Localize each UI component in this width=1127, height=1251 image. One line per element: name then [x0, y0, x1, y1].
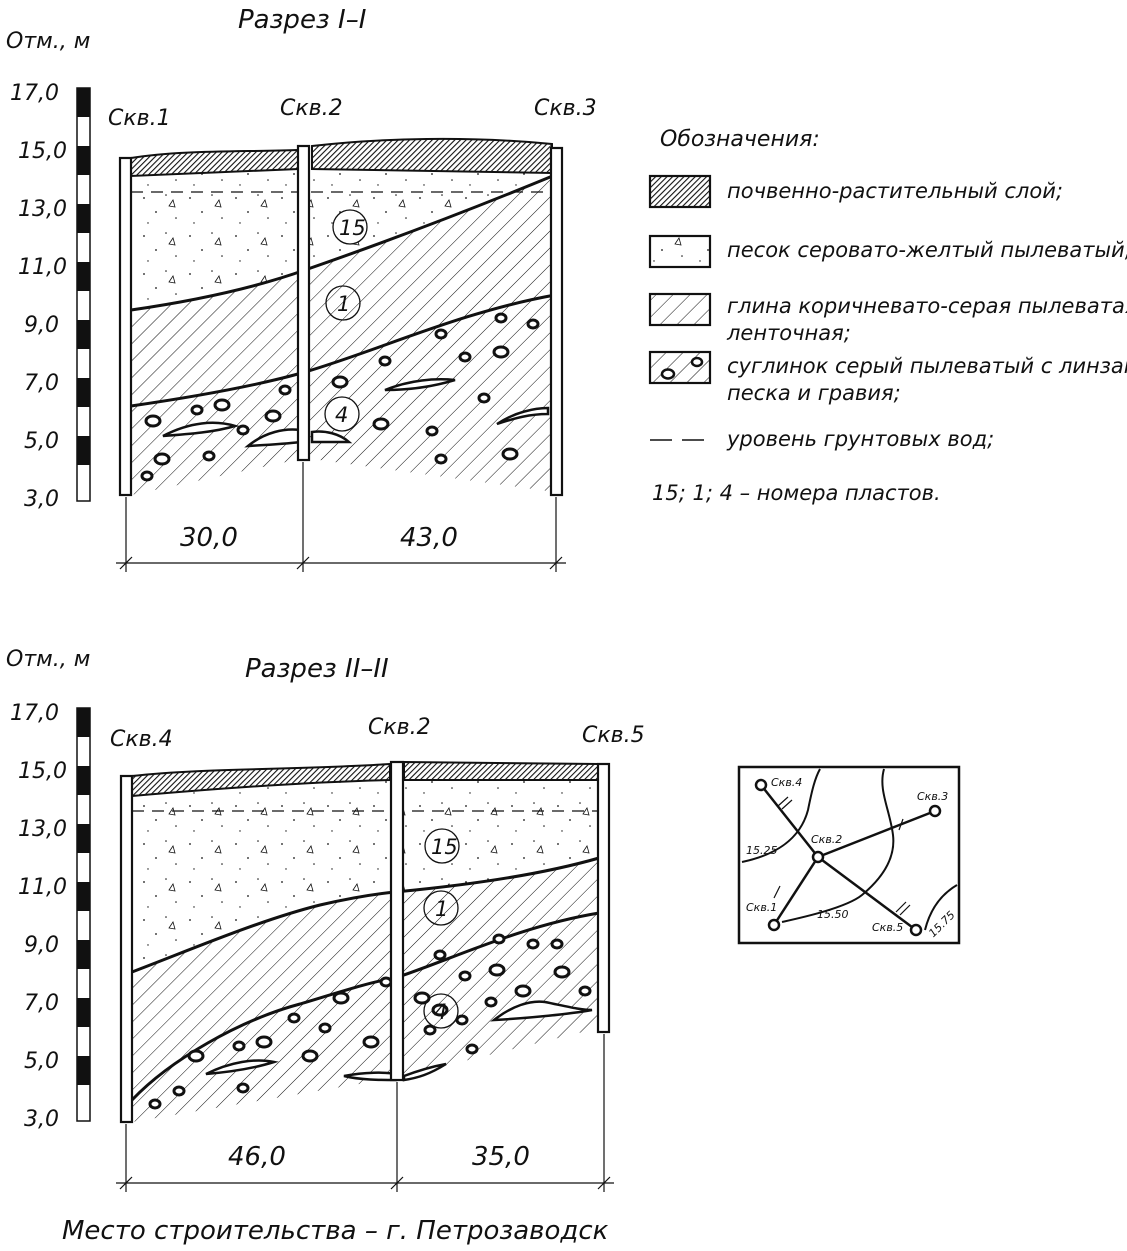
clay-layer	[131, 175, 555, 406]
legend-item-label: почвенно-растительный слой;	[727, 179, 1063, 203]
site-plan-contour-label: 15.50	[817, 908, 849, 921]
scale-tick-label: 13,0	[18, 817, 67, 842]
site-plan-well-label: Скв.4	[771, 776, 802, 789]
soil-layer	[311, 137, 553, 175]
layer-number-marker: 1	[423, 890, 459, 926]
legend-swatch-soil	[648, 174, 712, 209]
footer-site-location: Место строительства – г. Петрозаводск	[62, 1216, 609, 1246]
legend-note: 15; 1; 4 – номера пластов.	[652, 481, 941, 505]
layer-number-marker: 15	[332, 209, 368, 245]
well-label: Скв.5	[582, 723, 645, 748]
legend-item-label: песок серовато-желтый пылеватый;	[727, 238, 1127, 262]
site-plan: Скв.4 Скв.3 Скв.2 Скв.1 Скв.5 15.25 15.5…	[737, 765, 961, 945]
legend-item-label: уровень грунтовых вод;	[726, 427, 994, 451]
borehole	[119, 774, 134, 1124]
gravel-pebbles	[140, 312, 540, 482]
scale-tick-label: 5,0	[24, 429, 59, 454]
layer-number-marker: 1	[325, 285, 361, 321]
borehole	[596, 762, 611, 1034]
site-plan-well-marker	[754, 778, 768, 792]
legend-item-label: глина коричневато-серая пылеватая	[727, 294, 1127, 318]
scale-tick-label: 11,0	[18, 255, 67, 280]
section-2-elevation-scale: 17,0 15,0 13,0 11,0 9,0 7,0 5,0 3,0	[10, 701, 91, 1132]
site-plan-well-marker	[811, 850, 825, 864]
sand-lenses	[205, 1000, 593, 1082]
layer-number-marker: 4	[423, 993, 459, 1029]
scale-tick-label: 9,0	[24, 313, 59, 338]
site-plan-well-marker	[767, 918, 781, 932]
clay-layer	[132, 858, 599, 1100]
site-plan-well-label: Скв.5	[872, 921, 903, 934]
well-label: Скв.3	[534, 96, 597, 121]
svg-text:4: 4	[335, 403, 348, 427]
distance-label: 30,0	[180, 523, 238, 553]
site-plan-well-marker	[909, 923, 923, 937]
legend-item-label: суглинок серый пылеватый с линзами	[727, 354, 1127, 378]
site-plan-contour-label: 15.25	[746, 844, 778, 857]
sand-layer	[132, 778, 599, 972]
scale-tick-label: 9,0	[24, 933, 59, 958]
svg-text:15: 15	[431, 835, 458, 859]
scale-tick-label: 13,0	[18, 197, 67, 222]
well-label: Скв.2	[368, 715, 431, 740]
scale-tick-label: 11,0	[18, 875, 67, 900]
svg-text:4: 4	[434, 1000, 447, 1024]
section-1-title: Разрез I–I	[238, 5, 366, 35]
svg-text:1: 1	[337, 292, 350, 316]
site-plan-well-label: Скв.1	[746, 901, 777, 914]
scale-tick-label: 15,0	[18, 139, 67, 164]
scale-tick-label: 7,0	[24, 371, 59, 396]
legend: Обозначения: почвенно-растительный слой;…	[648, 127, 1127, 505]
scale-tick-label: 3,0	[24, 487, 59, 512]
site-plan-well-marker	[928, 804, 942, 818]
borehole	[296, 144, 311, 462]
site-plan-well-label: Скв.2	[811, 833, 842, 846]
legend-item-label: песка и гравия;	[727, 381, 901, 405]
well-label: Скв.2	[280, 96, 343, 121]
well-label: Скв.1	[108, 106, 171, 131]
scale-tick-label: 7,0	[24, 991, 59, 1016]
scale-tick-label: 3,0	[24, 1107, 59, 1132]
loam-layer	[132, 913, 599, 1122]
section-1-elevation-label: Отм., м	[6, 29, 90, 54]
legend-item-label: ленточная;	[726, 321, 851, 345]
section-2-title: Разрез II–II	[245, 654, 389, 684]
legend-swatch-loam	[648, 350, 712, 385]
legend-title: Обозначения:	[660, 127, 820, 152]
section-2: Отм., м Разрез II–II 17,0 15,0 13,0 11,0…	[6, 647, 645, 1192]
borehole	[549, 146, 564, 497]
distance-label: 43,0	[400, 523, 458, 553]
borehole	[389, 760, 405, 1082]
site-plan-well-label: Скв.3	[917, 790, 948, 803]
scale-tick-label: 15,0	[18, 759, 67, 784]
svg-text:15: 15	[339, 216, 366, 240]
distance-label: 46,0	[228, 1142, 286, 1172]
layer-number-marker: 4	[324, 396, 360, 432]
well-label: Скв.4	[110, 727, 173, 752]
distance-label: 35,0	[472, 1142, 530, 1172]
section-2-dimension-line: 46,0 35,0	[116, 1034, 614, 1192]
section-1: Разрез I–I Отм., м 17,0 15,0 13,0 11,0 9…	[6, 5, 597, 572]
borehole	[118, 156, 133, 497]
svg-text:1: 1	[435, 897, 448, 921]
scale-tick-label: 5,0	[24, 1049, 59, 1074]
section-2-elevation-label: Отм., м	[6, 647, 90, 672]
layer-number-marker: 15	[424, 828, 460, 864]
legend-swatch-sand	[648, 234, 712, 269]
section-1-elevation-scale: 17,0 15,0 13,0 11,0 9,0 7,0 5,0 3,0	[10, 81, 91, 512]
legend-swatch-clay	[648, 292, 712, 327]
loam-layer	[131, 295, 555, 495]
scale-tick-label: 17,0	[10, 701, 59, 726]
soil-layer	[403, 760, 599, 781]
scale-tick-label: 17,0	[10, 81, 59, 106]
section-1-dimension-line: 30,0 43,0	[116, 462, 566, 572]
